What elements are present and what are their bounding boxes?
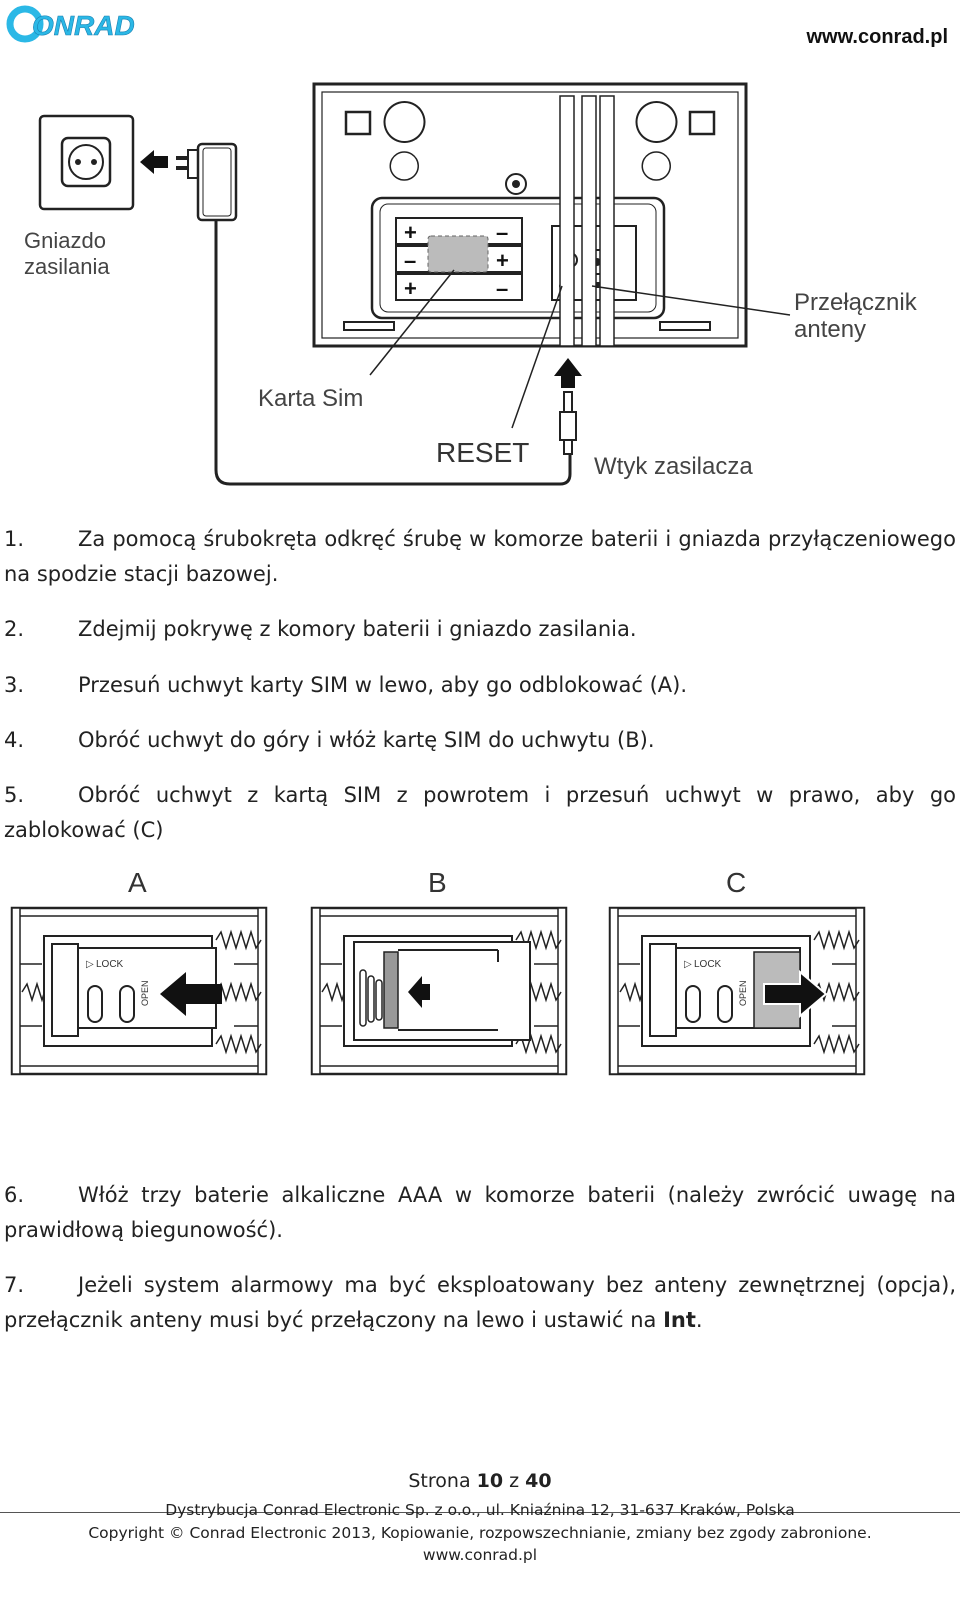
step-text: Jeżeli system alarmowy ma być eksploatow… bbox=[4, 1273, 956, 1332]
reset-label: RESET bbox=[436, 437, 529, 468]
svg-text:LOCK: LOCK bbox=[694, 959, 722, 970]
sim-panel-b: B bbox=[312, 867, 566, 1074]
footer-copyright: Copyright © Conrad Electronic 2013, Kopi… bbox=[88, 1524, 872, 1542]
svg-text:LOCK: LOCK bbox=[96, 959, 124, 970]
wall-socket-icon bbox=[38, 114, 135, 211]
battery-pack-icon: + – – + + – bbox=[395, 217, 523, 301]
step-number: 6. bbox=[4, 1183, 25, 1207]
arrow-left-icon bbox=[408, 976, 430, 1008]
svg-text:OPEN: OPEN bbox=[140, 980, 150, 1006]
sim-panel-c: C ▷ LOCK OPEN bbox=[610, 867, 864, 1074]
svg-text:+: + bbox=[496, 248, 509, 273]
svg-text:OPEN: OPEN bbox=[738, 980, 748, 1006]
base-station-icon: + – – + + – bbox=[312, 82, 748, 348]
step-text: Obróć uchwyt z kartą SIM z powrotem i pr… bbox=[4, 783, 956, 842]
arrow-right-icon bbox=[763, 969, 828, 1019]
svg-text:▷: ▷ bbox=[684, 959, 692, 970]
step-number: 7. bbox=[4, 1273, 25, 1297]
step-6: 6.Włóż trzy baterie alkaliczne AAA w kom… bbox=[4, 1178, 956, 1248]
arrow-left-icon bbox=[160, 972, 222, 1016]
power-plug-icon bbox=[559, 391, 577, 455]
step-number: 1. bbox=[4, 527, 25, 551]
step-2: 2. Zdejmij pokrywę z komory baterii i gni… bbox=[4, 612, 956, 647]
panel-letter: A bbox=[128, 867, 147, 898]
svg-text:–: – bbox=[496, 220, 508, 245]
step-number: 2. bbox=[4, 617, 25, 641]
power-adapter-icon bbox=[176, 142, 238, 222]
svg-text:▷: ▷ bbox=[86, 959, 94, 970]
svg-text:+: + bbox=[404, 276, 417, 301]
conrad-logo: ONRAD bbox=[6, 5, 135, 43]
step-text: Zdejmij pokrywę z komory baterii i gniaz… bbox=[78, 617, 637, 641]
step-5: 5.Obróć uchwyt z kartą SIM z powrotem i … bbox=[4, 778, 956, 848]
arrow-up-icon bbox=[554, 358, 582, 388]
step-text: Obróć uchwyt do góry i włóż kartę SIM do… bbox=[78, 728, 655, 752]
sim-panel-a: A ▷ LOCK OPEN bbox=[12, 867, 266, 1074]
sim-card-label: Karta Sim bbox=[258, 385, 363, 412]
step-number: 4. bbox=[4, 728, 25, 752]
step-text: Za pomocą śrubokręta odkręć śrubę w komo… bbox=[4, 527, 956, 586]
site-url[interactable]: www.conrad.pl bbox=[806, 26, 949, 48]
panel-letter: C bbox=[726, 867, 746, 898]
step-text: Przesuń uchwyt karty SIM w lewo, aby go … bbox=[78, 673, 688, 697]
sim-holder-diagram: A ▷ LOCK OPEN B C ▷ LOCK OPEN bbox=[0, 867, 960, 1090]
step-number: 5. bbox=[4, 783, 25, 807]
step-4: 4. Obróć uchwyt do góry i włóż kartę SIM … bbox=[4, 723, 956, 758]
int-setting: Int bbox=[663, 1308, 696, 1332]
antenna-switch-label: Przełącznik anteny bbox=[794, 289, 923, 343]
arrow-left-icon bbox=[140, 150, 168, 174]
step-text: Włóż trzy baterie alkaliczne AAA w komor… bbox=[4, 1183, 956, 1242]
power-plug-label: Wtyk zasilacza bbox=[594, 453, 753, 480]
footer-url[interactable]: www.conrad.pl bbox=[422, 1546, 538, 1564]
svg-text:–: – bbox=[496, 276, 508, 301]
svg-text:–: – bbox=[404, 248, 416, 273]
svg-text:+: + bbox=[404, 220, 417, 245]
step-3: 3. Przesuń uchwyt karty SIM w lewo, aby g… bbox=[4, 668, 956, 703]
footer-divider bbox=[0, 1512, 960, 1513]
page-number: Strona 10 z 40 bbox=[408, 1470, 552, 1492]
step-1: 1.Za pomocą śrubokręta odkręć śrubę w ko… bbox=[4, 522, 956, 592]
base-station-diagram: Gniazdo zasilania + – – + + – bbox=[24, 82, 923, 486]
step-number: 3. bbox=[4, 673, 25, 697]
panel-letter: B bbox=[428, 867, 447, 898]
socket-label: Gniazdo zasilania bbox=[24, 228, 112, 279]
step-7: 7.Jeżeli system alarmowy ma być eksploat… bbox=[4, 1268, 956, 1338]
logo-text: ONRAD bbox=[32, 10, 135, 41]
footer-distribution: Dystrybucja Conrad Electronic Sp. z o.o.… bbox=[165, 1501, 795, 1519]
